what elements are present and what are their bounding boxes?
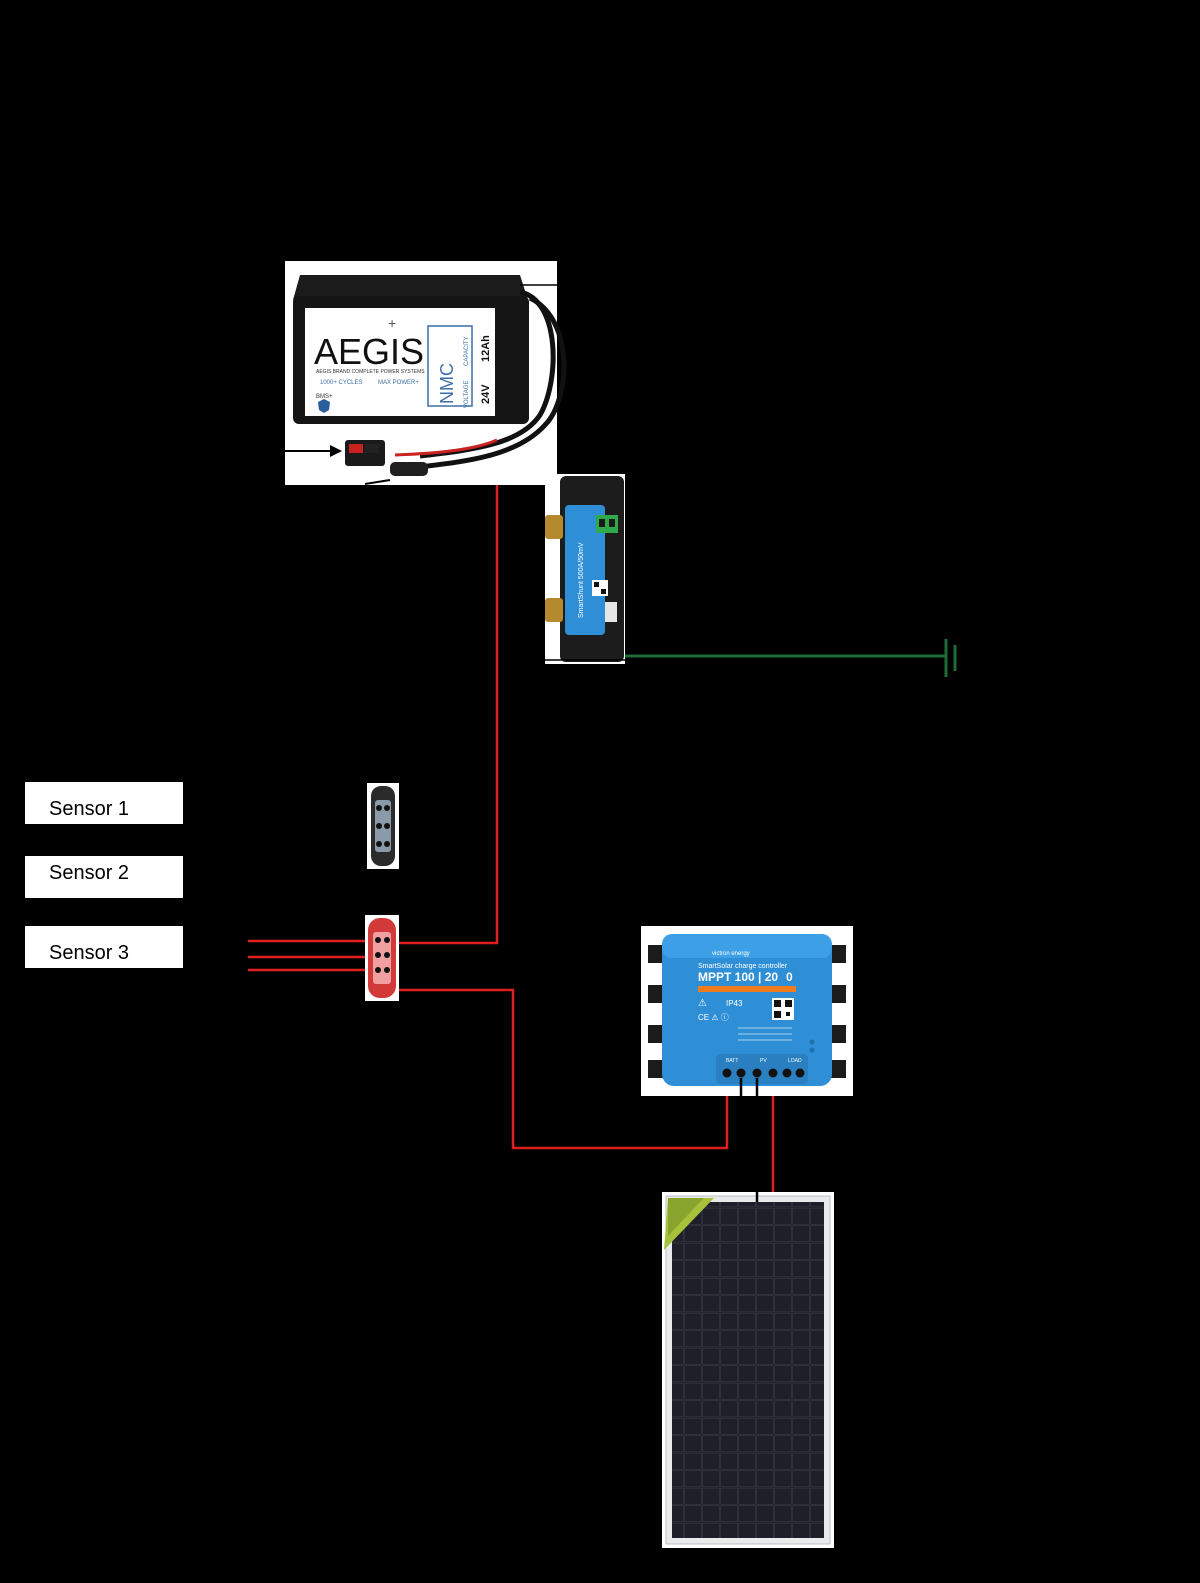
solar-panel[interactable] bbox=[662, 1192, 834, 1548]
mppt-model: MPPT 100 | 20 bbox=[698, 970, 778, 984]
busbar-positive[interactable] bbox=[365, 915, 399, 1001]
mppt-terminal-screw[interactable] bbox=[736, 1068, 746, 1078]
battery[interactable]: AEGIS AEGIS BRAND COMPLETE POWER SYSTEMS… bbox=[285, 261, 567, 485]
mppt-model-suffix: 0 bbox=[786, 970, 793, 984]
sensor-3[interactable]: Sensor 3 bbox=[25, 926, 183, 968]
mppt-brand: victron energy bbox=[712, 951, 750, 957]
mppt-terminal-screw[interactable] bbox=[768, 1068, 778, 1078]
plus-icon: + bbox=[388, 315, 396, 331]
smart-shunt[interactable]: SmartShunt 500A/50mV bbox=[545, 474, 625, 664]
sensor-labels: Sensor 1 Sensor 2 Sensor 3 bbox=[25, 782, 183, 968]
battery-bms-label: BMS+ bbox=[316, 394, 333, 400]
sensor-3-label: Sensor 3 bbox=[49, 942, 129, 964]
wire-battery-positive bbox=[398, 440, 499, 945]
mppt-terminal-batt: BATT bbox=[726, 1058, 738, 1064]
mppt-terminal-pv: PV bbox=[760, 1058, 767, 1064]
ce-mark-icon: CE ⚠ ⓘ bbox=[698, 1013, 729, 1022]
sensor-2[interactable]: Sensor 2 bbox=[25, 856, 183, 898]
mppt-terminal-screw[interactable] bbox=[722, 1068, 732, 1078]
sensor-1[interactable]: Sensor 1 bbox=[25, 782, 183, 824]
battery-tagline: AEGIS BRAND COMPLETE POWER SYSTEMS bbox=[316, 369, 425, 375]
busbar-negative[interactable] bbox=[367, 783, 399, 869]
battery-chemistry: NMC bbox=[437, 363, 457, 404]
wires bbox=[248, 440, 957, 1205]
battery-max-power: MAX POWER+ bbox=[378, 380, 419, 386]
mppt-terminal-screw[interactable] bbox=[795, 1068, 805, 1078]
sensor-2-label: Sensor 2 bbox=[49, 862, 129, 884]
mppt-terminal-screw[interactable] bbox=[782, 1068, 792, 1078]
battery-voltage: 24V bbox=[480, 384, 492, 404]
battery-voltage-label: VOLTAGE bbox=[464, 381, 470, 408]
shunt-name: SmartShunt 500A/50mV bbox=[578, 542, 585, 618]
battery-capacity-label: CAPACITY bbox=[464, 336, 470, 366]
sensor-1-label: Sensor 1 bbox=[49, 798, 129, 820]
mppt-title: SmartSolar charge controller bbox=[698, 963, 788, 970]
battery-capacity: 12Ah bbox=[480, 335, 492, 362]
warning-icon: ⚠ bbox=[698, 998, 707, 1009]
battery-brand: AEGIS bbox=[314, 331, 424, 372]
wire-busbar-to-mppt bbox=[398, 988, 729, 1150]
shield-icon bbox=[318, 399, 330, 413]
mppt-terminal-screw[interactable] bbox=[752, 1068, 762, 1078]
mppt-ip-rating: IP43 bbox=[726, 999, 743, 1008]
mppt-terminal-load: LOAD bbox=[788, 1058, 802, 1064]
battery-cycles: 1000+ CYCLES bbox=[320, 380, 363, 386]
mppt-charge-controller[interactable]: victron energy SmartSolar charge control… bbox=[641, 926, 853, 1100]
